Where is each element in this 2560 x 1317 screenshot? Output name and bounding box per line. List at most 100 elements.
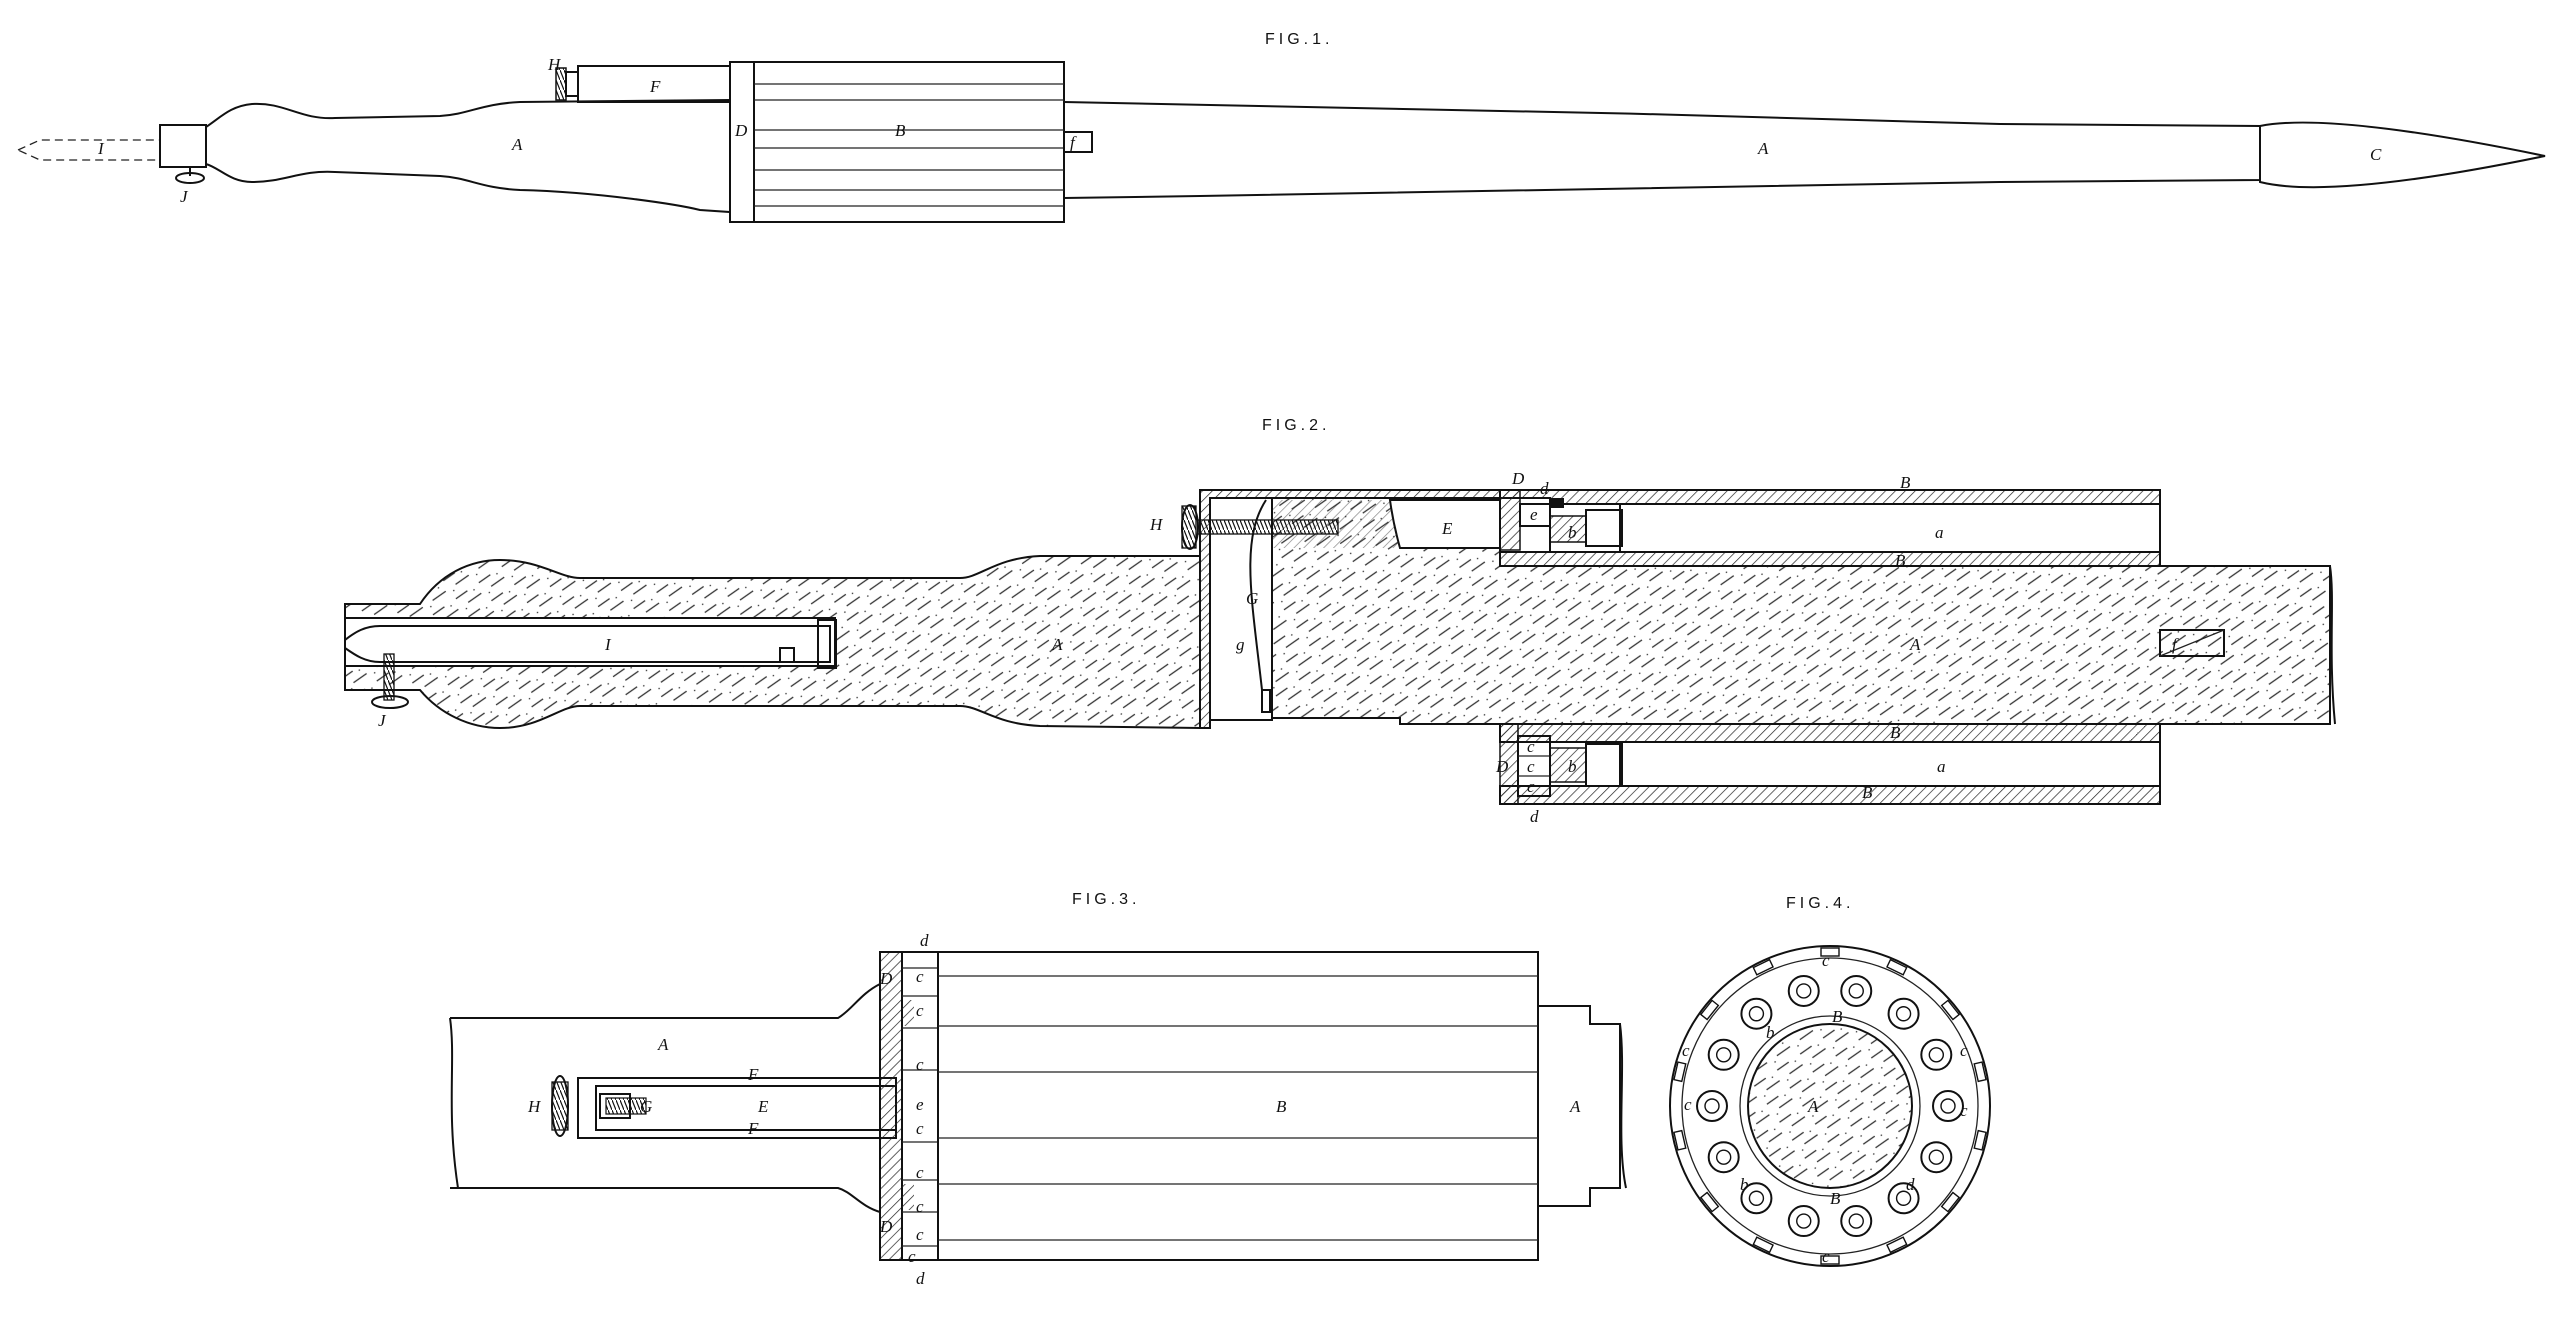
fig2-label-B-2: B [1895,551,1906,570]
fig4-ring-notch [1752,958,1774,976]
fig4-ring-notch [1973,1061,1987,1083]
fig1-title: FIG.1. [1265,31,1333,48]
fig4-barrel-bore [1707,1038,1740,1071]
fig1-label-A-left: A [511,135,523,154]
fig1-label-I: I [97,139,105,158]
fig2-label-b-top: b [1568,523,1577,542]
fig4-barrel-bore [1887,1182,1920,1215]
fig2-label-B-4: B [1862,783,1873,802]
fig3-label-F-top: F [747,1065,759,1084]
fig4-label-c-bottom: c [1822,1247,1830,1266]
figure-1: FIG.1. I J A H F [16,31,2546,223]
figure-2: FIG.2. [344,417,2336,826]
fig2-label-d-bottom: d [1530,807,1539,826]
fig4-barrel-bore-inner [1715,1047,1732,1063]
fig3-label-d-top: d [920,931,929,950]
fig3-label-e: e [916,1095,924,1114]
fig4-ring-notch [1886,1236,1908,1254]
fig4-barrel-bore-inner [1715,1149,1732,1165]
fig2-label-a-bottom: a [1937,757,1946,776]
fig2-label-D-top: D [1511,469,1525,488]
fig4-label-d: d [1906,1175,1915,1194]
fig4-label-c-left2: c [1684,1095,1692,1114]
fig3-label-c-8: c [908,1247,916,1266]
fig2-label-I: I [604,635,612,654]
fig4-title: FIG.4. [1786,895,1854,912]
fig4-ring-notch [1673,1129,1687,1151]
fig4-barrel-bore-inner [1895,1006,1912,1022]
fig4-barrel-bore [1920,1141,1953,1174]
fig4-ring-notches [1673,947,1987,1265]
fig4-ring-notch [1940,1191,1961,1213]
fig4-label-B-bottom: B [1830,1189,1841,1208]
fig4-barrel-bore-inner [1848,1213,1864,1229]
fig4-ring-notch [1940,999,1961,1021]
fig4-ring-notch [1752,1236,1774,1254]
fig3-label-A-left: A [657,1035,669,1054]
fig1-label-A-right: A [1757,139,1769,158]
fig3-label-c-6: c [916,1197,924,1216]
fig4-barrel-bore [1920,1038,1953,1071]
fig4-label-c-right2: c [1960,1101,1968,1120]
fig4-barrel-bore [1707,1141,1740,1174]
fig2-label-f: f [2172,635,2179,654]
fig3-label-E: E [757,1097,769,1116]
figure-4: FIG.4. A B B b b d c c c c c c [1669,895,1991,1267]
fig4-barrel-bore [1740,997,1773,1030]
fig2-label-G: G [1246,589,1258,608]
fig3-label-A-right: A [1569,1097,1581,1116]
fig2-label-A-right: A [1909,635,1921,654]
fig2-label-E: E [1441,519,1453,538]
fig3-title: FIG.3. [1072,891,1140,908]
fig4-barrel-bore [1840,974,1873,1007]
fig2-label-B-1: B [1900,473,1911,492]
fig1-label-C: C [2370,145,2382,164]
fig3-label-H: H [527,1097,542,1116]
fig4-barrel-bore-inner [1748,1190,1765,1206]
fig4-ring-notch [1699,999,1720,1021]
fig2-label-D-bottom: D [1495,757,1509,776]
fig4-label-b-bottom: b [1740,1175,1749,1194]
fig2-label-c-2: c [1527,757,1535,776]
fig1-label-f: f [1070,133,1077,152]
fig1-label-F: F [649,77,661,96]
fig2-label-J: J [378,711,387,730]
fig2-label-d-top: d [1540,479,1549,498]
fig2-label-e: e [1530,505,1538,524]
fig4-ring-notch [1820,1255,1840,1265]
fig4-barrel-bore [1932,1090,1964,1122]
fig2-label-A-left: A [1051,635,1063,654]
fig4-barrel-bore-inner [1796,1213,1812,1229]
fig1-label-H: H [547,55,562,74]
fig4-barrel-bore [1840,1205,1873,1238]
fig2-label-H: H [1149,515,1164,534]
fig3-label-d-bottom: d [916,1269,925,1288]
fig2-label-g: g [1236,635,1245,654]
fig4-barrel-bore [1887,997,1920,1030]
fig4-barrel-bore-inner [1940,1098,1956,1114]
fig3-label-B: B [1276,1097,1287,1116]
fig3-label-c-5: c [916,1163,924,1182]
fig4-label-A: A [1807,1097,1819,1116]
fig3-label-c-3: c [916,1055,924,1074]
fig4-barrel-bore-inner [1748,1006,1765,1022]
fig2-label-b-bottom: b [1568,757,1577,776]
fig2-label-c-3: c [1527,777,1535,796]
fig3-label-G: G [640,1097,652,1116]
fig3-label-D-bottom: D [879,1217,893,1236]
fig4-barrel-bore-inner [1704,1098,1720,1114]
fig4-ring-notch [1699,1191,1720,1213]
fig4-ring-notch [1820,947,1840,957]
fig4-label-c-left: c [1682,1041,1690,1060]
fig2-label-c-1: c [1527,737,1535,756]
fig4-label-c-right: c [1960,1041,1968,1060]
fig4-ring-notch [1973,1129,1987,1151]
fig4-barrel-bore-inner [1796,983,1812,999]
fig4-barrel-bore-inner [1928,1149,1945,1165]
fig3-label-c-1: c [916,967,924,986]
fig4-barrel-bore [1696,1090,1728,1122]
fig3-label-c-2: c [916,1001,924,1020]
fig1-label-D: D [734,121,748,140]
fig3-label-c-4: c [916,1119,924,1138]
